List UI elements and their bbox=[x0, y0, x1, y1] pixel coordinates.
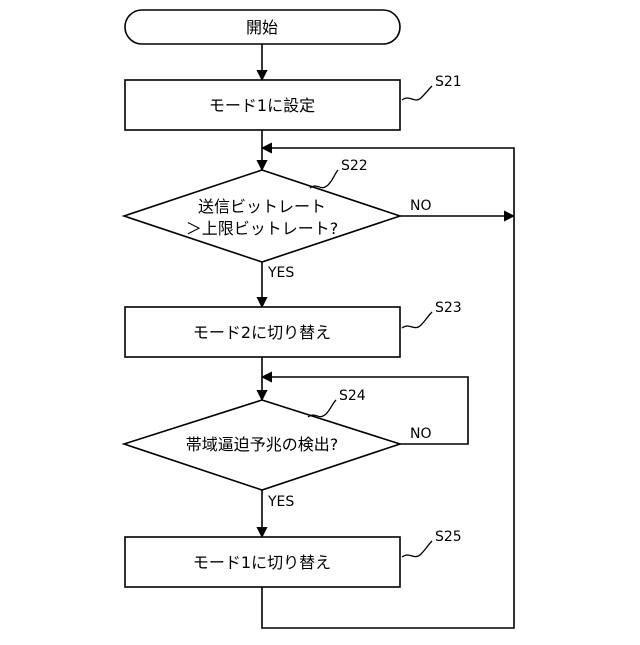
step-id-leader-s23 bbox=[402, 312, 432, 328]
decision-s22-yes-label: YES bbox=[267, 265, 294, 281]
step-id-leader-s25 bbox=[402, 541, 432, 557]
step-id-leader-s24 bbox=[308, 400, 336, 417]
decision-s22-line2: ＞上限ビットレート? bbox=[186, 219, 339, 238]
decision-s22 bbox=[124, 170, 400, 262]
decision-s24-yes-label: YES bbox=[267, 494, 294, 510]
step-id-s23: S23 bbox=[435, 300, 462, 316]
start-label: 開始 bbox=[246, 18, 278, 37]
process-s21-label: モード1に設定 bbox=[209, 96, 315, 115]
step-id-s22: S22 bbox=[341, 158, 368, 174]
process-s23-label: モード2に切り替え bbox=[193, 323, 331, 342]
step-id-leader-s22 bbox=[310, 170, 338, 188]
process-s25-label: モード1に切り替え bbox=[193, 553, 331, 572]
decision-s22-no-label: NO bbox=[410, 198, 432, 214]
step-id-s25: S25 bbox=[435, 529, 462, 545]
step-id-leader-s21 bbox=[402, 86, 432, 100]
step-id-s21: S21 bbox=[435, 74, 462, 90]
decision-s24-no-label: NO bbox=[410, 426, 432, 442]
step-id-s24: S24 bbox=[339, 388, 366, 404]
decision-s24-label: 帯域逼迫予兆の検出? bbox=[186, 435, 339, 454]
decision-s22-line1: 送信ビットレート bbox=[198, 197, 326, 216]
